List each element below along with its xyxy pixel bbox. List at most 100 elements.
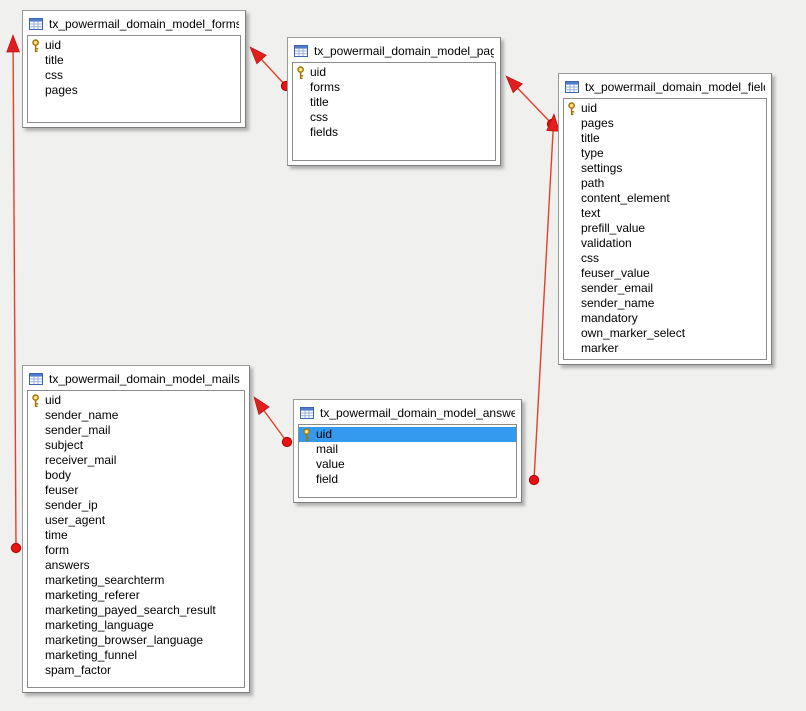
field-name: title [310, 95, 329, 109]
field-row-feuser_value[interactable]: feuser_value [564, 266, 766, 281]
field-row-own_marker_select[interactable]: own_marker_select [564, 326, 766, 341]
primary-key-icon [31, 38, 45, 53]
field-row-title[interactable]: title [28, 53, 240, 68]
field-row-css[interactable]: css [564, 251, 766, 266]
relation-answers-field-to-fields[interactable] [528, 113, 560, 486]
field-row-content_element[interactable]: content_element [564, 191, 766, 206]
field-row-title[interactable]: title [564, 131, 766, 146]
relation-arrowhead [505, 75, 523, 94]
table-title: tx_powermail_domain_model_answers [320, 405, 515, 420]
field-row-uid[interactable]: uid [293, 65, 495, 80]
primary-key-icon [296, 65, 310, 80]
field-row-path[interactable]: path [564, 176, 766, 191]
field-name: body [45, 468, 72, 482]
field-row-body[interactable]: body [28, 468, 244, 483]
field-row-css[interactable]: css [293, 110, 495, 125]
field-row-fields[interactable]: fields [293, 125, 495, 140]
table-header[interactable]: tx_powermail_domain_model_answers [298, 400, 517, 424]
table-header[interactable]: tx_powermail_domain_model_fields [563, 74, 767, 98]
field-row-marketing_funnel[interactable]: marketing_funnel [28, 648, 244, 663]
field-row-receiver_mail[interactable]: receiver_mail [28, 453, 244, 468]
field-row-validation[interactable]: validation [564, 236, 766, 251]
field-row-value[interactable]: value [299, 457, 516, 472]
table-header[interactable]: tx_powermail_domain_model_mails [27, 366, 245, 390]
field-row-subject[interactable]: subject [28, 438, 244, 453]
relation-line [258, 403, 288, 443]
table-icon [300, 406, 314, 419]
field-row-uid[interactable]: uid [299, 427, 516, 442]
table-header[interactable]: tx_powermail_domain_model_pages [292, 38, 496, 62]
field-row-sender_ip[interactable]: sender_ip [28, 498, 244, 513]
field-row-sender_email[interactable]: sender_email [564, 281, 766, 296]
field-name: user_agent [45, 513, 106, 527]
relation-answers-mail-to-mails[interactable] [253, 396, 293, 448]
field-row-mandatory[interactable]: mandatory [564, 311, 766, 326]
field-row-uid[interactable]: uid [28, 393, 244, 408]
field-row-sender_name[interactable]: sender_name [28, 408, 244, 423]
field-name: spam_factor [45, 663, 112, 677]
field-row-title[interactable]: title [293, 95, 495, 110]
field-name: form [45, 543, 69, 557]
field-name: mail [316, 442, 339, 456]
field-row-feuser[interactable]: feuser [28, 483, 244, 498]
field-row-answers[interactable]: answers [28, 558, 244, 573]
field-row-pages[interactable]: pages [28, 83, 240, 98]
relation-endpoint-dot [10, 542, 22, 554]
field-name: marketing_payed_search_result [45, 603, 216, 617]
field-row-uid[interactable]: uid [28, 38, 240, 53]
field-row-form[interactable]: form [28, 543, 244, 558]
field-row-marketing_browser_language[interactable]: marketing_browser_language [28, 633, 244, 648]
field-row-prefill_value[interactable]: prefill_value [564, 221, 766, 236]
table-title: tx_powermail_domain_model_pages [314, 43, 494, 58]
relation-endpoint-dot [546, 118, 558, 130]
relation-fields-pages-to-pages[interactable] [505, 75, 558, 130]
field-row-field[interactable]: field [299, 472, 516, 487]
relation-endpoint-dot [281, 436, 293, 448]
field-row-pages[interactable]: pages [564, 116, 766, 131]
field-name: uid [45, 393, 62, 407]
table-icon [565, 80, 579, 93]
field-row-sender_name[interactable]: sender_name [564, 296, 766, 311]
field-row-marketing_searchterm[interactable]: marketing_searchterm [28, 573, 244, 588]
field-name: marketing_searchterm [45, 573, 165, 587]
field-row-marketing_language[interactable]: marketing_language [28, 618, 244, 633]
field-row-uid[interactable]: uid [564, 101, 766, 116]
field-name: forms [310, 80, 340, 94]
field-row-marketing_referer[interactable]: marketing_referer [28, 588, 244, 603]
relation-mails-form-to-forms[interactable] [6, 34, 22, 554]
field-name: validation [581, 236, 632, 250]
field-row-settings[interactable]: settings [564, 161, 766, 176]
field-row-user_agent[interactable]: user_agent [28, 513, 244, 528]
field-row-type[interactable]: type [564, 146, 766, 161]
field-row-spam_factor[interactable]: spam_factor [28, 663, 244, 678]
field-row-time[interactable]: time [28, 528, 244, 543]
field-row-mail[interactable]: mail [299, 442, 516, 457]
field-row-marketing_payed_search_result[interactable]: marketing_payed_search_result [28, 603, 244, 618]
field-name: receiver_mail [45, 453, 117, 467]
field-row-sender_mail[interactable]: sender_mail [28, 423, 244, 438]
primary-key-icon [31, 393, 45, 408]
field-name: fields [310, 125, 339, 139]
relation-arrowhead [253, 396, 270, 415]
field-name: css [310, 110, 328, 124]
field-name: content_element [581, 191, 670, 205]
field-name: field [316, 472, 339, 486]
field-row-forms[interactable]: forms [293, 80, 495, 95]
field-row-css[interactable]: css [28, 68, 240, 83]
field-row-marker[interactable]: marker [564, 341, 766, 356]
field-row-text[interactable]: text [564, 206, 766, 221]
table-icon [29, 372, 43, 385]
field-name: uid [581, 101, 598, 115]
field-name: title [581, 131, 600, 145]
relation-pages-forms-to-forms[interactable] [249, 46, 292, 92]
table-header[interactable]: tx_powermail_domain_model_forms [27, 11, 241, 35]
